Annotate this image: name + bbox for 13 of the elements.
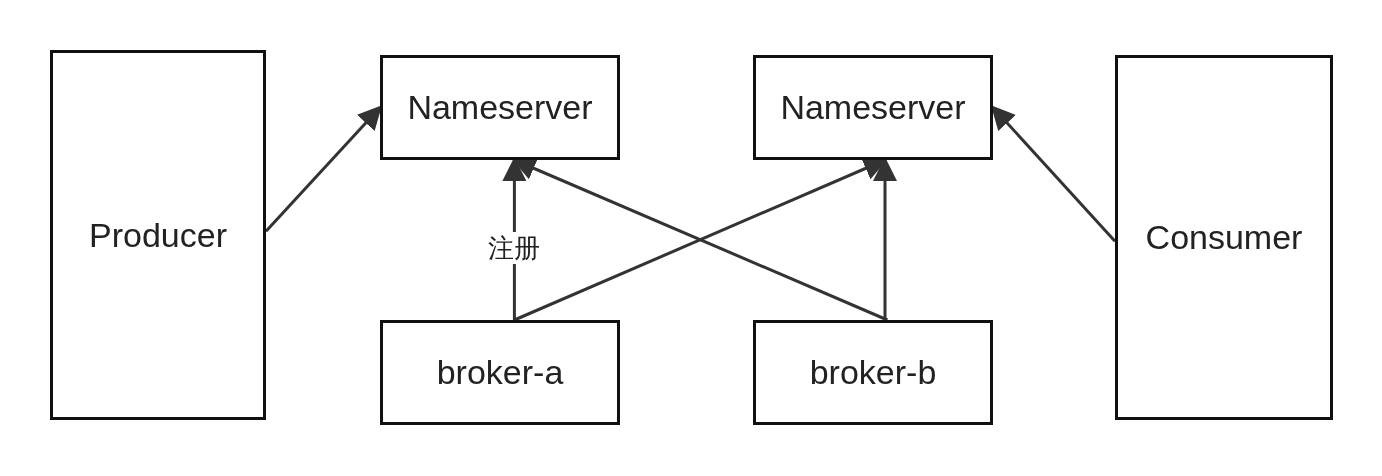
- arrow: [991, 105, 1117, 243]
- process-box: [380, 320, 620, 425]
- process-box: [1115, 55, 1333, 420]
- node-label: Producer: [89, 214, 227, 256]
- node-label: Consumer: [1145, 217, 1303, 258]
- process-box: [380, 55, 620, 160]
- process-box: [753, 55, 993, 160]
- node-label: Nameserver: [407, 87, 593, 128]
- process-box: [50, 50, 266, 420]
- node-label: Nameserver: [780, 87, 966, 128]
- node-label: broker-b: [809, 352, 937, 393]
- node-label: broker-a: [436, 352, 564, 393]
- process-box: [753, 320, 993, 425]
